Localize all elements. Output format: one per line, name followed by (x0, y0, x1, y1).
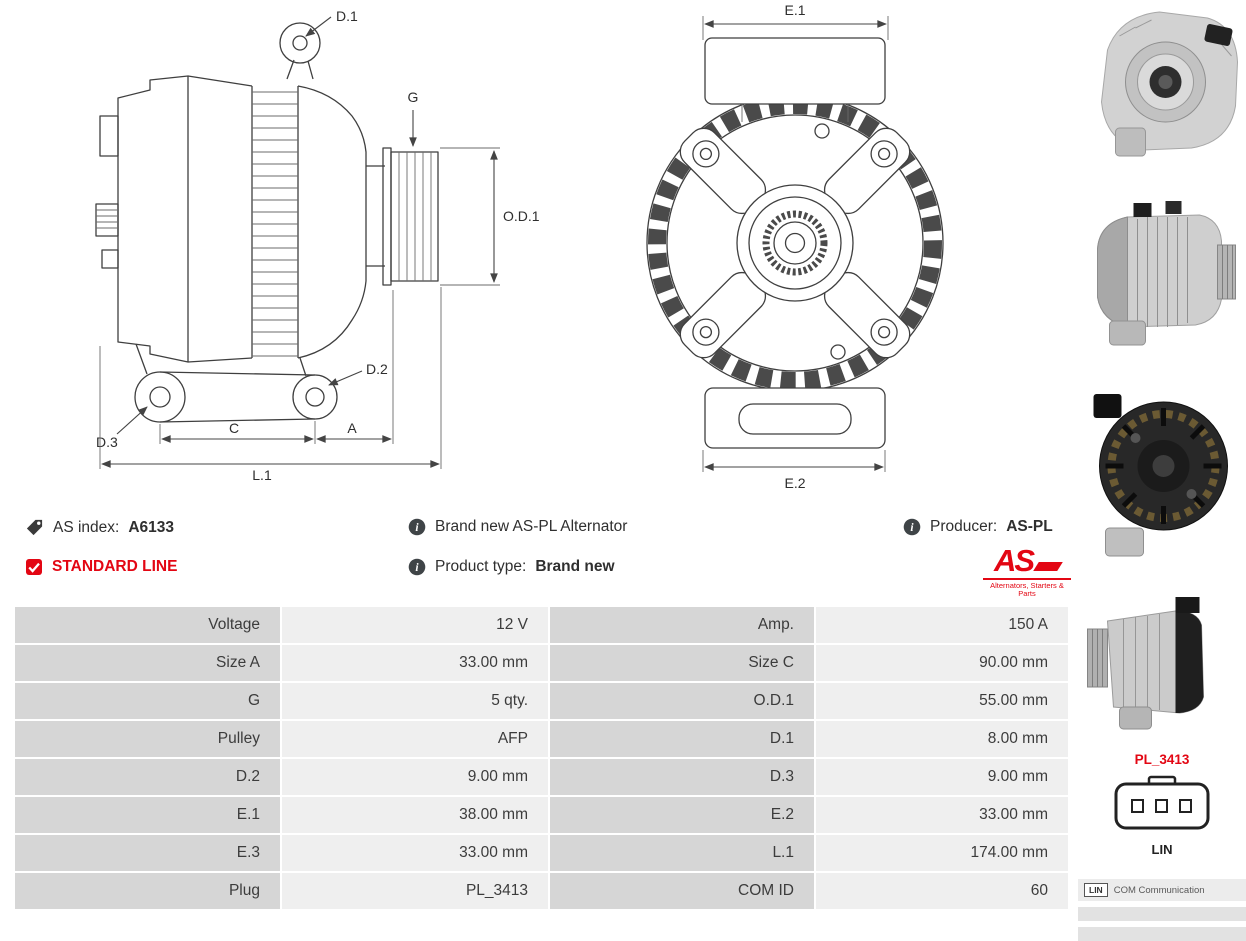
dim-label-g: G (408, 89, 419, 105)
spec-value: 33.00 mm (816, 797, 1068, 833)
spec-value: PL_3413 (282, 873, 548, 909)
aspl-logo-tagline: Alternators, Starters & Parts (983, 578, 1071, 597)
product-type-label: Product type: (435, 558, 527, 575)
spec-value: 12 V (282, 607, 548, 643)
as-index-label: AS index: (53, 518, 120, 536)
aspl-logo-text: AS (993, 543, 1035, 578)
product-photo-1[interactable] (1078, 2, 1246, 175)
spec-value: 55.00 mm (816, 683, 1068, 719)
product-type-value: Brand new (535, 558, 615, 575)
spec-label: E.3 (15, 835, 280, 871)
spec-value: 150 A (816, 607, 1068, 643)
spec-value: 33.00 mm (282, 645, 548, 681)
spec-label: Size A (15, 645, 280, 681)
spec-label: D.1 (550, 721, 814, 757)
svg-text:i: i (415, 562, 419, 574)
spec-value: 8.00 mm (816, 721, 1068, 757)
product-photo-4[interactable] (1078, 583, 1246, 738)
product-photo-2[interactable] (1078, 189, 1246, 362)
spec-value: 174.00 mm (816, 835, 1068, 871)
product-photo-3[interactable] (1078, 376, 1246, 569)
spec-label: Voltage (15, 607, 280, 643)
producer-row: i Producer: AS-PL (903, 518, 1053, 536)
spec-table: Voltage 12 V Amp. 150 A Size A 33.00 mm … (15, 607, 1068, 909)
aspl-logo-slash (1033, 562, 1063, 571)
spec-value: 90.00 mm (816, 645, 1068, 681)
brand-new-row: i Brand new AS-PL Alternator (408, 518, 627, 536)
producer-label: Producer: (930, 518, 998, 535)
spec-label: G (15, 683, 280, 719)
product-photos-column: PL_3413 LIN LIN COM Communication (1078, 2, 1246, 941)
as-index-value: A6133 (128, 518, 175, 536)
dim-label-e2: E.2 (784, 475, 805, 491)
dim-label-c: C (229, 420, 239, 436)
spec-value: 5 qty. (282, 683, 548, 719)
spec-label: Size C (550, 645, 814, 681)
com-communication-badge: LIN COM Communication (1078, 879, 1246, 901)
product-type-row: i Product type: Brand new (408, 558, 615, 576)
technical-drawing: D.1 G O.D.1 D.2 D.3 C A L.1 E.1 (95, 2, 944, 491)
lin-tag: LIN (1084, 883, 1108, 897)
com-text: COM Communication (1113, 884, 1205, 896)
spec-value: 38.00 mm (282, 797, 548, 833)
plug-type-label: LIN (1151, 842, 1173, 857)
spec-label: E.1 (15, 797, 280, 833)
spec-value: 60 (816, 873, 1068, 909)
dim-label-e1: E.1 (784, 2, 805, 18)
front-view: E.1 E.2 (646, 2, 944, 491)
brand-new-text: Brand new AS-PL Alternator (435, 518, 628, 535)
standard-line-label: STANDARD LINE (52, 558, 178, 575)
producer-value: AS-PL (1006, 518, 1053, 535)
placeholder-bar (1078, 927, 1246, 941)
spec-label: D.2 (15, 759, 280, 795)
dim-label-d2: D.2 (366, 361, 388, 377)
spec-label: L.1 (550, 835, 814, 871)
standard-line-row: STANDARD LINE (25, 558, 177, 576)
info-icon: i (408, 518, 426, 536)
spec-label: D.3 (550, 759, 814, 795)
info-icon: i (408, 558, 426, 576)
plug-code: PL_3413 (1134, 752, 1190, 767)
spec-label: Amp. (550, 607, 814, 643)
dim-label-d1: D.1 (336, 8, 358, 24)
spec-value: 9.00 mm (816, 759, 1068, 795)
spec-label: E.2 (550, 797, 814, 833)
spec-label: Plug (15, 873, 280, 909)
dim-label-od1: O.D.1 (503, 208, 540, 224)
checkbox-checked-icon (26, 559, 42, 575)
svg-text:i: i (910, 522, 914, 534)
tag-icon (26, 519, 43, 536)
placeholder-bar (1078, 907, 1246, 921)
dim-label-d3: D.3 (96, 434, 118, 450)
info-icon: i (903, 518, 921, 536)
spec-label: Pulley (15, 721, 280, 757)
spec-value: 33.00 mm (282, 835, 548, 871)
aspl-logo: AS Alternators, Starters & Parts (983, 545, 1071, 597)
side-view: D.1 G O.D.1 D.2 D.3 C A L.1 (95, 8, 540, 483)
spec-value: 9.00 mm (282, 759, 548, 795)
spec-label: COM ID (550, 873, 814, 909)
spec-label: O.D.1 (550, 683, 814, 719)
svg-text:i: i (415, 522, 419, 534)
as-index-row: AS index: A6133 (25, 518, 174, 537)
plug-block: PL_3413 LIN (1078, 752, 1246, 857)
plug-connector-icon (1114, 775, 1210, 830)
spec-value: AFP (282, 721, 548, 757)
dim-label-l1: L.1 (252, 467, 272, 483)
dim-label-a: A (347, 420, 357, 436)
